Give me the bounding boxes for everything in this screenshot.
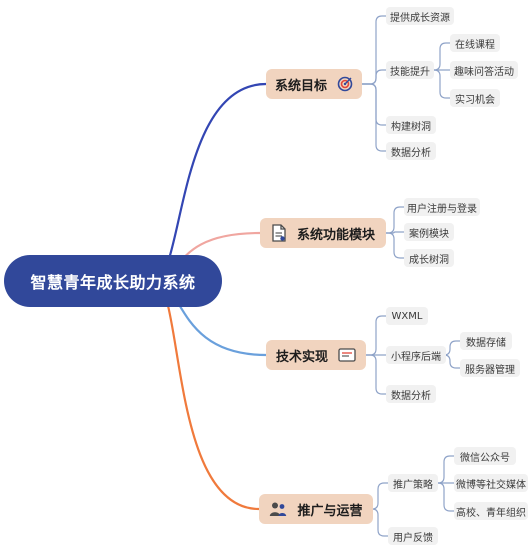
connector-line [437,455,455,484]
connector-line [385,232,405,259]
connector-line [361,83,387,152]
node-server-management[interactable]: 服务器管理 [460,359,520,377]
node-promotion-strategy[interactable]: 推广策略 [388,474,438,492]
branch-function-modules[interactable]: 系统功能模块 [260,218,386,248]
branch-label: 系统功能模块 [296,227,375,243]
node-wxml[interactable]: WXML [386,307,428,325]
branch-label: 推广与运营 [297,503,363,519]
node-growth-tree-hole[interactable]: 成长树洞 [404,249,454,267]
node-data-storage[interactable]: 数据存储 [460,332,512,350]
node-data-analysis-2[interactable]: 数据分析 [386,385,436,403]
node-wechat-official-account[interactable]: 微信公众号 [454,447,516,465]
node-skill-upgrade[interactable]: 技能提升 [386,61,434,79]
target-icon [337,76,353,92]
branch-system-goals[interactable]: 系统目标 [266,69,362,99]
connector-line [437,482,455,512]
connector-line [365,354,387,395]
node-register-login[interactable]: 用户注册与登录 [404,198,480,216]
connector-line [361,69,387,85]
node-online-courses[interactable]: 在线课程 [450,34,500,52]
node-quiz-activities[interactable]: 趣味问答活动 [450,61,518,79]
branch-promotion-operation[interactable]: 推广与运营 [259,494,373,524]
node-build-tree-hole[interactable]: 构建树洞 [386,116,436,134]
people-icon [269,501,287,517]
branch-line [152,82,268,283]
connector-line [371,508,389,537]
connector-line [433,69,451,99]
node-weibo-social-media[interactable]: 微博等社交媒体 [454,474,528,492]
connector-line [433,42,451,71]
branch-tech-implementation[interactable]: 技术实现 [266,340,366,370]
connector-line [365,315,387,356]
branch-label: 技术实现 [275,349,328,365]
screen-icon [338,348,356,362]
connector-line [385,231,405,234]
root-node[interactable]: 智慧青年成长助力系统 [4,255,222,307]
connector-line [385,206,405,234]
document-icon [271,224,287,242]
node-universities-youth-orgs[interactable]: 高校、青年组织 [454,502,528,520]
connector-line [361,15,387,85]
node-internships[interactable]: 实习机会 [450,89,500,107]
connector-line [443,354,461,369]
connector-line [443,340,461,356]
node-data-analysis-1[interactable]: 数据分析 [386,142,436,160]
node-mini-program-backend[interactable]: 小程序后端 [386,346,446,364]
branch-line [152,279,261,511]
node-case-module[interactable]: 案例模块 [404,223,454,241]
node-user-feedback[interactable]: 用户反馈 [388,527,438,545]
connector-line [371,482,389,510]
node-provide-resources[interactable]: 提供成长资源 [386,7,454,25]
connector-line [361,83,387,126]
branch-label: 系统目标 [274,78,327,94]
